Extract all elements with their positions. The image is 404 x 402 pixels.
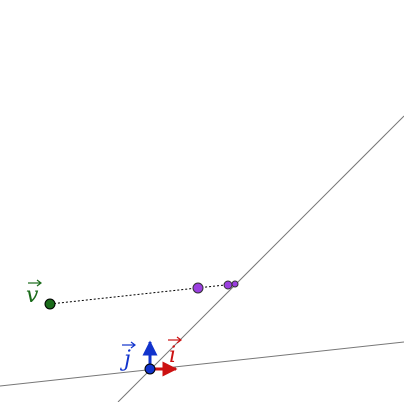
- purple-point-1[interactable]: [192, 282, 204, 294]
- v-label-arrowhead: [36, 279, 42, 287]
- j-label: j: [119, 347, 131, 372]
- purple-point-3[interactable]: [231, 280, 239, 288]
- i-label-arrowhead: [176, 336, 182, 344]
- i-label: i: [169, 343, 176, 368]
- v-point[interactable]: [44, 298, 56, 310]
- steep-line: [117, 115, 404, 402]
- origin-point[interactable]: [144, 363, 156, 375]
- shallow-line: [0, 341, 404, 387]
- v-label: v: [26, 283, 39, 308]
- dotted-projection: [49, 283, 235, 305]
- v-label-group: v: [26, 279, 42, 308]
- i-label-group: i: [168, 336, 182, 368]
- j-label-group: j: [119, 341, 136, 372]
- j-label-arrowhead: [130, 341, 136, 349]
- purple-point-2[interactable]: [223, 280, 233, 290]
